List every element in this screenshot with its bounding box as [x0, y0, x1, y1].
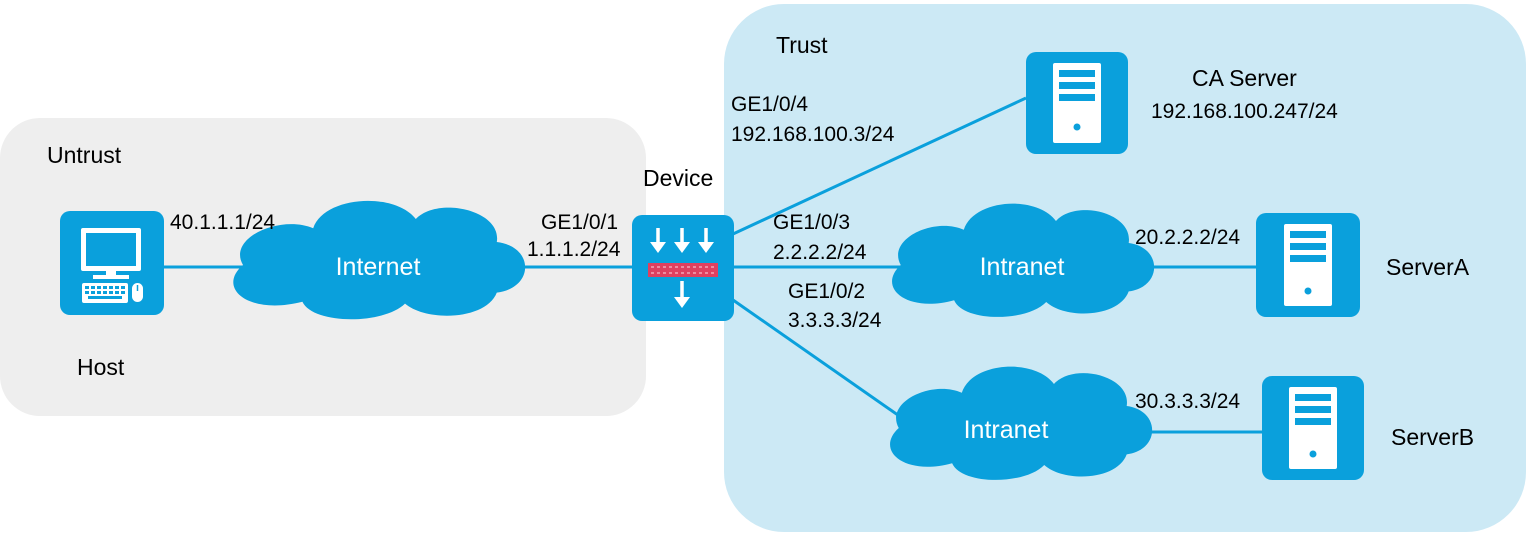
ge1-0-4-ip-label: 192.168.100.3/24	[731, 123, 895, 146]
host-label: Host	[77, 354, 125, 380]
ge1-0-1-port-label: GE1/0/1	[541, 211, 618, 234]
intranet-a-cloud: Intranet	[892, 203, 1155, 317]
trust-zone-label: Trust	[776, 32, 828, 58]
ge1-0-1-ip-label: 1.1.1.2/24	[527, 238, 621, 261]
pc-icon	[60, 211, 164, 315]
intranet-b-cloud-label: Intranet	[964, 416, 1049, 444]
link-device-ca	[732, 96, 1027, 236]
internet-cloud-label: Internet	[336, 253, 421, 281]
internet-cloud: Internet	[233, 200, 526, 320]
ca-server-label: CA Server	[1192, 65, 1297, 91]
ca-server-ip-label: 192.168.100.247/24	[1151, 100, 1338, 123]
device-label: Device	[643, 165, 713, 191]
host-ip-label: 40.1.1.1/24	[170, 211, 275, 234]
ge1-0-2-ip-label: 3.3.3.3/24	[788, 309, 882, 332]
ge1-0-2-port-label: GE1/0/2	[788, 280, 865, 303]
server-a-label: ServerA	[1386, 254, 1470, 280]
ge1-0-3-port-label: GE1/0/3	[773, 211, 850, 234]
server-b-ip-label: 30.3.3.3/24	[1135, 390, 1240, 413]
ge1-0-3-ip-label: 2.2.2.2/24	[773, 241, 867, 264]
intranet-a-cloud-label: Intranet	[980, 253, 1065, 281]
link-device-intranet-b	[732, 298, 906, 422]
ca-server-icon	[1026, 52, 1128, 154]
intranet-b-cloud: Intranet	[890, 366, 1153, 480]
server-b-icon	[1262, 376, 1364, 480]
links	[164, 96, 1262, 434]
server-a-ip-label: 20.2.2.2/24	[1135, 226, 1240, 249]
server-a-icon	[1256, 213, 1360, 317]
firewall-icon	[632, 215, 734, 321]
ge1-0-4-port-label: GE1/0/4	[731, 93, 808, 116]
server-b-label: ServerB	[1391, 424, 1474, 450]
untrust-zone-label: Untrust	[47, 142, 122, 168]
